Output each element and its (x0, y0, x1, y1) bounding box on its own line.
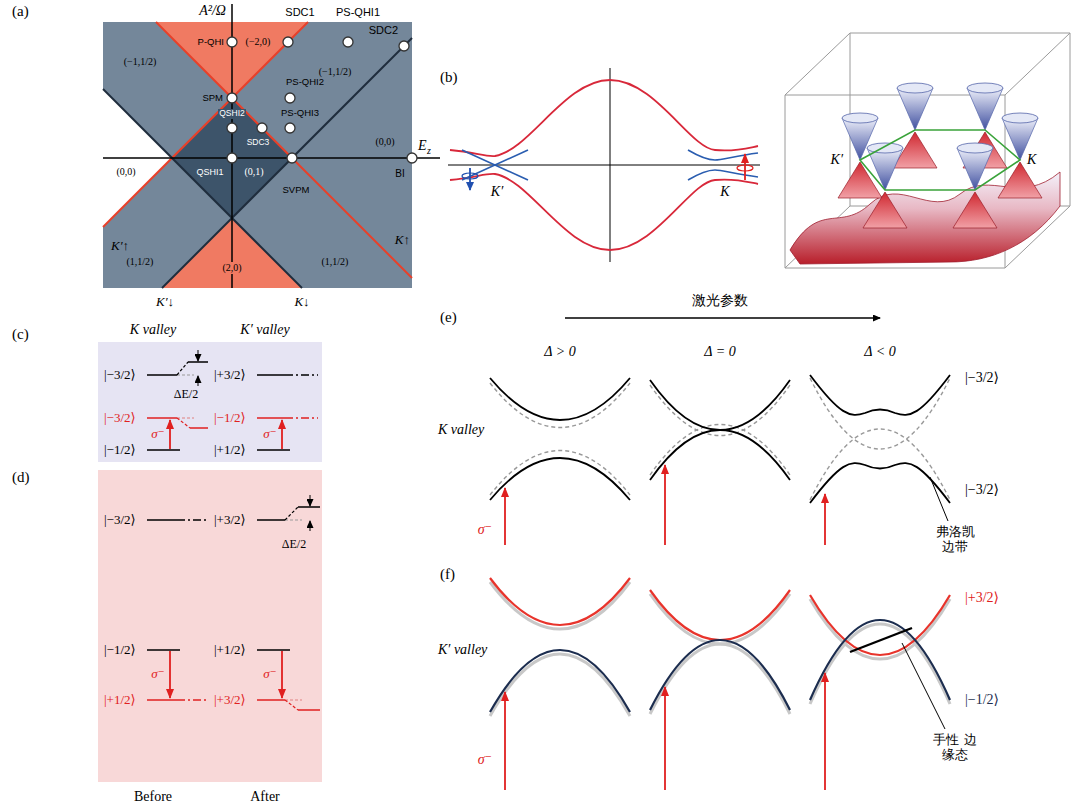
level-label: K′ valley (240, 322, 289, 338)
level-label: |−1/2⟩ (104, 443, 136, 458)
figure-label: PS-QHI2 (286, 77, 324, 88)
figure-label: (f) (440, 566, 455, 583)
floquet-bands-k (490, 318, 950, 545)
figure-label: (1,1/2) (127, 256, 154, 268)
level-label: σ⁻ (263, 667, 276, 682)
figure-label: K (1027, 152, 1036, 168)
figure-label: 激光参数 (692, 292, 748, 308)
phase-diagram (103, 4, 440, 288)
level-label: σ⁻ (151, 427, 164, 442)
valley-panel: |−3/2⟩|−1/2⟩σ⁻|+1/2⟩Before (98, 470, 210, 782)
figure-label: QSHI1 (196, 167, 223, 177)
figure-label: (2,0) (221, 262, 242, 274)
figure-label: SDC2 (369, 24, 398, 37)
floquet-bands-kprime (490, 578, 950, 790)
level-label: ΔE/2 (174, 388, 198, 402)
figure-label: z (427, 145, 431, 157)
figure-label: K↓ (294, 295, 309, 310)
figure-label: σ⁻ (478, 752, 492, 768)
figure-label: K valley (438, 422, 484, 438)
figure-label: K (720, 184, 729, 200)
figure-label: (d) (12, 469, 30, 486)
level-label: |−3/2⟩ (104, 411, 136, 426)
level-label: |−3/2⟩ (104, 368, 136, 383)
level-label: |+1/2⟩ (104, 693, 136, 708)
figure-label: SVPM (283, 185, 310, 196)
figure-label: (e) (440, 309, 457, 326)
valley-panel: |+3/2⟩ΔE/2|+1/2⟩σ⁻|+3/2⟩After (210, 470, 322, 782)
figure-label: K′ valley (438, 642, 487, 658)
level-label: K valley (130, 322, 176, 338)
figure-label: (b) (440, 69, 458, 86)
figure-label: |−1/2⟩ (965, 692, 999, 708)
level-label: |−1/2⟩ (214, 411, 246, 426)
figure-label: |−3/2⟩ (965, 370, 999, 386)
figure-label: (0,1) (244, 166, 263, 178)
figure-label: |−3/2⟩ (965, 482, 999, 498)
figure-label: (c) (12, 326, 29, 343)
figure-label: 手性 边缘态 (933, 733, 977, 763)
figure-label: Δ = 0 (704, 344, 735, 360)
level-label: σ⁻ (263, 427, 276, 442)
level-label: After (250, 789, 280, 805)
level-label: |−3/2⟩ (104, 513, 136, 528)
figure-label: (a) (12, 3, 29, 20)
figure-label: A²/Ω (199, 3, 226, 19)
figure-label: (0,0) (116, 166, 135, 178)
figure-label: (0,0) (375, 136, 394, 148)
figure-label: K′ (831, 152, 843, 168)
figure-label: SDC1 (285, 6, 314, 19)
figure-label: K′↓ (156, 295, 174, 310)
level-label: |−1/2⟩ (104, 643, 136, 658)
figure-label: PS-QHI1 (336, 6, 380, 19)
figure-label: σ⁻ (478, 522, 492, 538)
figure-label: (−1,1/2) (124, 56, 157, 68)
figure-label: SDC3 (247, 138, 270, 148)
figure-label: P-QHI (198, 37, 224, 48)
figure-label: (1,1/2) (322, 256, 349, 268)
figure-label: |+3/2⟩ (965, 590, 999, 606)
level-label: Before (134, 789, 172, 805)
level-label: |+3/2⟩ (214, 368, 246, 383)
band-surface-3d (785, 33, 1070, 268)
level-label: |+1/2⟩ (214, 443, 246, 458)
figure-label: K′↑ (111, 239, 129, 254)
level-label: |+1/2⟩ (214, 643, 246, 658)
figure-label: (−2,0) (246, 36, 271, 48)
level-diagrams (98, 342, 322, 782)
valley-panel: K′ valley|+3/2⟩|−1/2⟩σ⁻|+1/2⟩ (210, 342, 322, 462)
level-label: |+3/2⟩ (214, 513, 246, 528)
figure-label: 弗洛凯 边带 (933, 525, 977, 555)
valley-panel: K valley|−3/2⟩ΔE/2|−3/2⟩σ⁻|−1/2⟩ (98, 342, 210, 462)
figure-label: Δ < 0 (864, 344, 895, 360)
figure-label: PS-QHI3 (281, 108, 319, 119)
figure-label: BI (395, 168, 404, 180)
band-plot (448, 68, 760, 262)
figure-label: K′ (491, 184, 503, 200)
figure-label: SPM (202, 93, 223, 104)
figure-label: Δ > 0 (544, 344, 575, 360)
figure-label: K↑ (395, 233, 410, 248)
level-label: σ⁻ (151, 667, 164, 682)
level-label: ΔE/2 (282, 538, 306, 552)
figure-label: E (418, 138, 427, 154)
figure-label: QSHI2 (218, 109, 246, 119)
level-label: |+3/2⟩ (214, 693, 246, 708)
